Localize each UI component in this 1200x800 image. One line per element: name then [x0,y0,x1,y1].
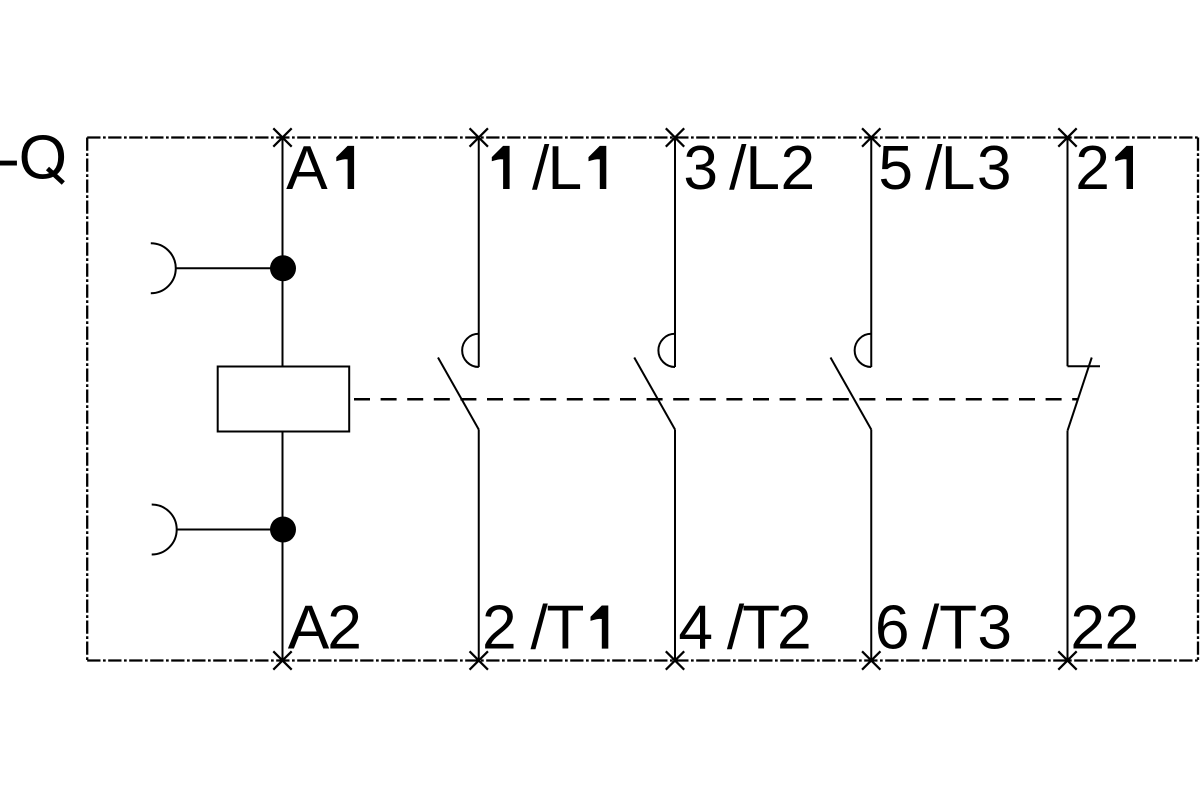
svg-text:T: T [939,594,977,663]
svg-text:4: 4 [678,594,713,663]
svg-text:2: 2 [777,594,812,663]
svg-text:/: / [727,594,745,663]
svg-text:2: 2 [482,594,517,663]
svg-text:A: A [286,134,328,203]
svg-text:2: 2 [327,594,362,663]
svg-text:/: / [729,134,747,203]
svg-text:-: - [0,125,20,194]
svg-text:/: / [531,594,549,663]
svg-text:2: 2 [1075,134,1110,203]
svg-text:2: 2 [1070,594,1105,663]
svg-text:2: 2 [1105,594,1140,663]
svg-text:6: 6 [875,594,910,663]
svg-text:/: / [922,594,940,663]
svg-text:L: L [941,134,976,203]
svg-text:A: A [288,594,330,663]
svg-text:3: 3 [977,134,1012,203]
svg-text:3: 3 [683,134,718,203]
svg-text:L: L [745,134,780,203]
svg-text:5: 5 [878,134,913,203]
svg-text:2: 2 [781,134,816,203]
svg-text:T: T [546,594,584,663]
svg-text:3: 3 [977,594,1012,663]
svg-text:/: / [532,134,550,203]
svg-text:L: L [548,134,583,203]
svg-text:T: T [742,594,780,663]
svg-text:/: / [925,134,943,203]
